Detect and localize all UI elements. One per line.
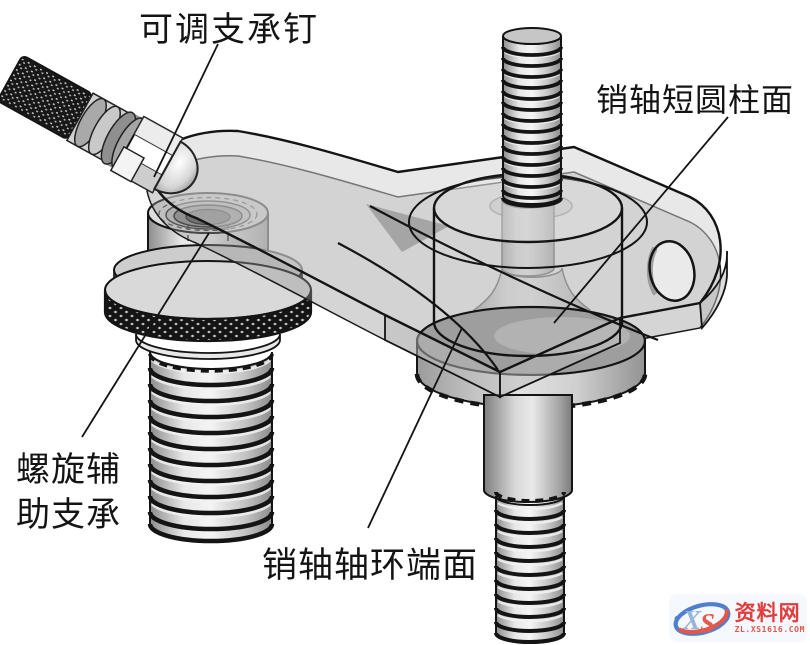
label-pin-short-cylinder-face: 销轴短圆柱面 bbox=[596, 82, 795, 118]
label-screw-auxiliary-support-line1: 螺旋辅 bbox=[16, 452, 121, 489]
leader-lines bbox=[81, 43, 729, 529]
pin-threaded-stud bbox=[501, 27, 563, 208]
adjustable-support-pin bbox=[0, 56, 199, 195]
label-adjustable-support-pin: 可调支承钉 bbox=[139, 12, 319, 49]
watermark: X S 资料网 ZL.XS1616.COM bbox=[668, 594, 807, 642]
watermark-site-url: ZL.XS1616.COM bbox=[734, 624, 805, 634]
hex-nut bbox=[109, 115, 184, 194]
label-screw-auxiliary-support: 螺旋辅 助支承 bbox=[16, 448, 121, 538]
logo-letter-s: S bbox=[700, 608, 715, 638]
watermark-site-name: 资料网 bbox=[734, 601, 801, 625]
logo-letter-x: X bbox=[682, 605, 702, 635]
xs-logo-icon: X S bbox=[673, 602, 730, 638]
label-pin-collar-end-face: 销轴轴环端面 bbox=[262, 546, 479, 585]
pin-lower-shaft bbox=[483, 394, 573, 644]
label-screw-auxiliary-support-line2: 助支承 bbox=[16, 497, 121, 534]
clamp-plate-outline bbox=[145, 129, 728, 399]
support-dome-tip bbox=[152, 140, 199, 195]
